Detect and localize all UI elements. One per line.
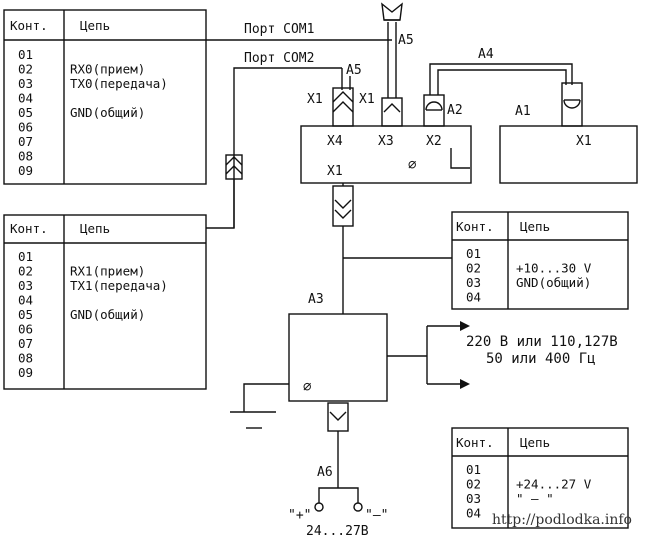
- pin-number: 02: [466, 477, 481, 492]
- voltage-range-label: 24...27В: [306, 524, 369, 539]
- pin-number: 09: [18, 163, 33, 178]
- pin-circuit: " – ": [516, 491, 554, 506]
- pin-number: 04: [18, 91, 33, 106]
- pin-circuit: GND(общий): [70, 105, 145, 120]
- plus-terminal-icon: [314, 502, 324, 512]
- pin-number: 04: [18, 293, 33, 308]
- pin-number: 02: [466, 261, 481, 276]
- unit-a3-box: [288, 313, 388, 402]
- pin-number: 01: [466, 246, 481, 261]
- label-x1-mid: X1: [359, 92, 375, 107]
- pin-circuit: RX0(прием): [70, 62, 145, 77]
- a6-connector: [327, 402, 349, 432]
- a3-ground-line: [243, 383, 289, 412]
- a4-cable: [429, 63, 573, 95]
- label-a5-top: A5: [398, 33, 414, 48]
- label-x1-below: X1: [327, 164, 343, 179]
- label-a1: A1: [515, 104, 531, 119]
- label-a2: A2: [447, 103, 463, 118]
- pwr-a6-header-circuit: Цепь: [520, 435, 550, 450]
- pwr-a2-header-circuit: Цепь: [520, 219, 550, 234]
- label-port-com2: Порт COM2: [244, 51, 314, 66]
- com1-table: [3, 9, 207, 185]
- pin-number: 01: [466, 462, 481, 477]
- watermark: http://podlodka.info: [492, 512, 632, 528]
- pin-number: 02: [18, 264, 33, 279]
- pin-number: 01: [18, 47, 33, 62]
- pin-number: 08: [18, 351, 33, 366]
- a1-x1-connector: [561, 82, 583, 127]
- a5-top-connector: [381, 2, 403, 21]
- ac-arrow-top: [460, 321, 470, 331]
- com1-header-circuit: Цепь: [80, 18, 110, 33]
- pin-number: 03: [18, 76, 33, 91]
- pin-circuit: GND(общий): [516, 275, 591, 290]
- pin-number: 01: [18, 249, 33, 264]
- com2-header-pin: Конт.: [10, 221, 48, 236]
- power-table-a6: [451, 427, 629, 529]
- label-a3: A3: [308, 292, 324, 307]
- pin-number: 02: [18, 62, 33, 77]
- com2-header-circuit: Цепь: [80, 221, 110, 236]
- pin-number: 04: [466, 506, 481, 521]
- power-table-a2: [451, 211, 629, 310]
- unit-a1-box: [499, 125, 638, 184]
- label-x1-a1: X1: [576, 134, 592, 149]
- pin-circuit: GND(общий): [70, 307, 145, 322]
- pin-number: 08: [18, 149, 33, 164]
- pin-number: 03: [18, 278, 33, 293]
- minus-terminal-label: "–": [365, 508, 388, 523]
- ground-symbol-a3: ∅: [303, 379, 312, 395]
- pin-number: 05: [18, 105, 33, 120]
- pin-circuit: +24...27 V: [516, 477, 592, 492]
- pin-number: 05: [18, 307, 33, 322]
- label-x4: X4: [327, 134, 343, 149]
- pin-number: 07: [18, 336, 33, 351]
- pin-circuit: +10...30 V: [516, 261, 592, 276]
- x1-bottom-connector: [332, 185, 354, 227]
- plus-terminal-label: "+": [288, 508, 311, 523]
- pin-number: 06: [18, 120, 33, 135]
- com1-header-pin: Конт.: [10, 18, 48, 33]
- com2-line: [206, 67, 342, 229]
- ac-arrow-bottom: [460, 379, 470, 389]
- x3-connector: [381, 97, 403, 127]
- pin-circuit: TX0(передача): [70, 76, 168, 91]
- label-a6: A6: [317, 465, 333, 480]
- x2-connector: [423, 94, 445, 127]
- label-a4: A4: [478, 47, 494, 62]
- pin-number: 03: [466, 491, 481, 506]
- pin-circuit: TX1(передача): [70, 278, 168, 293]
- pwr-a6-header-pin: Конт.: [456, 435, 494, 450]
- pin-number: 07: [18, 134, 33, 149]
- pin-number: 04: [466, 290, 481, 305]
- label-x2: X2: [426, 134, 442, 149]
- label-x3: X3: [378, 134, 394, 149]
- pin-number: 09: [18, 365, 33, 380]
- ac-line-2: 50 или 400 Гц: [486, 351, 596, 367]
- minus-terminal-icon: [353, 502, 363, 512]
- label-x1-left: X1: [307, 92, 323, 107]
- ground-symbol-a2: ∅: [408, 157, 417, 173]
- label-a5-mid: A5: [346, 63, 362, 78]
- pin-circuit: RX1(прием): [70, 264, 145, 279]
- ac-line-1: 220 В или 110,127В: [466, 334, 618, 350]
- com2-table: [3, 214, 207, 390]
- pin-number: 06: [18, 322, 33, 337]
- label-port-com1: Порт COM1: [244, 22, 314, 37]
- pin-number: 03: [466, 275, 481, 290]
- x4-connector: [332, 87, 354, 127]
- pwr-a2-header-pin: Конт.: [456, 219, 494, 234]
